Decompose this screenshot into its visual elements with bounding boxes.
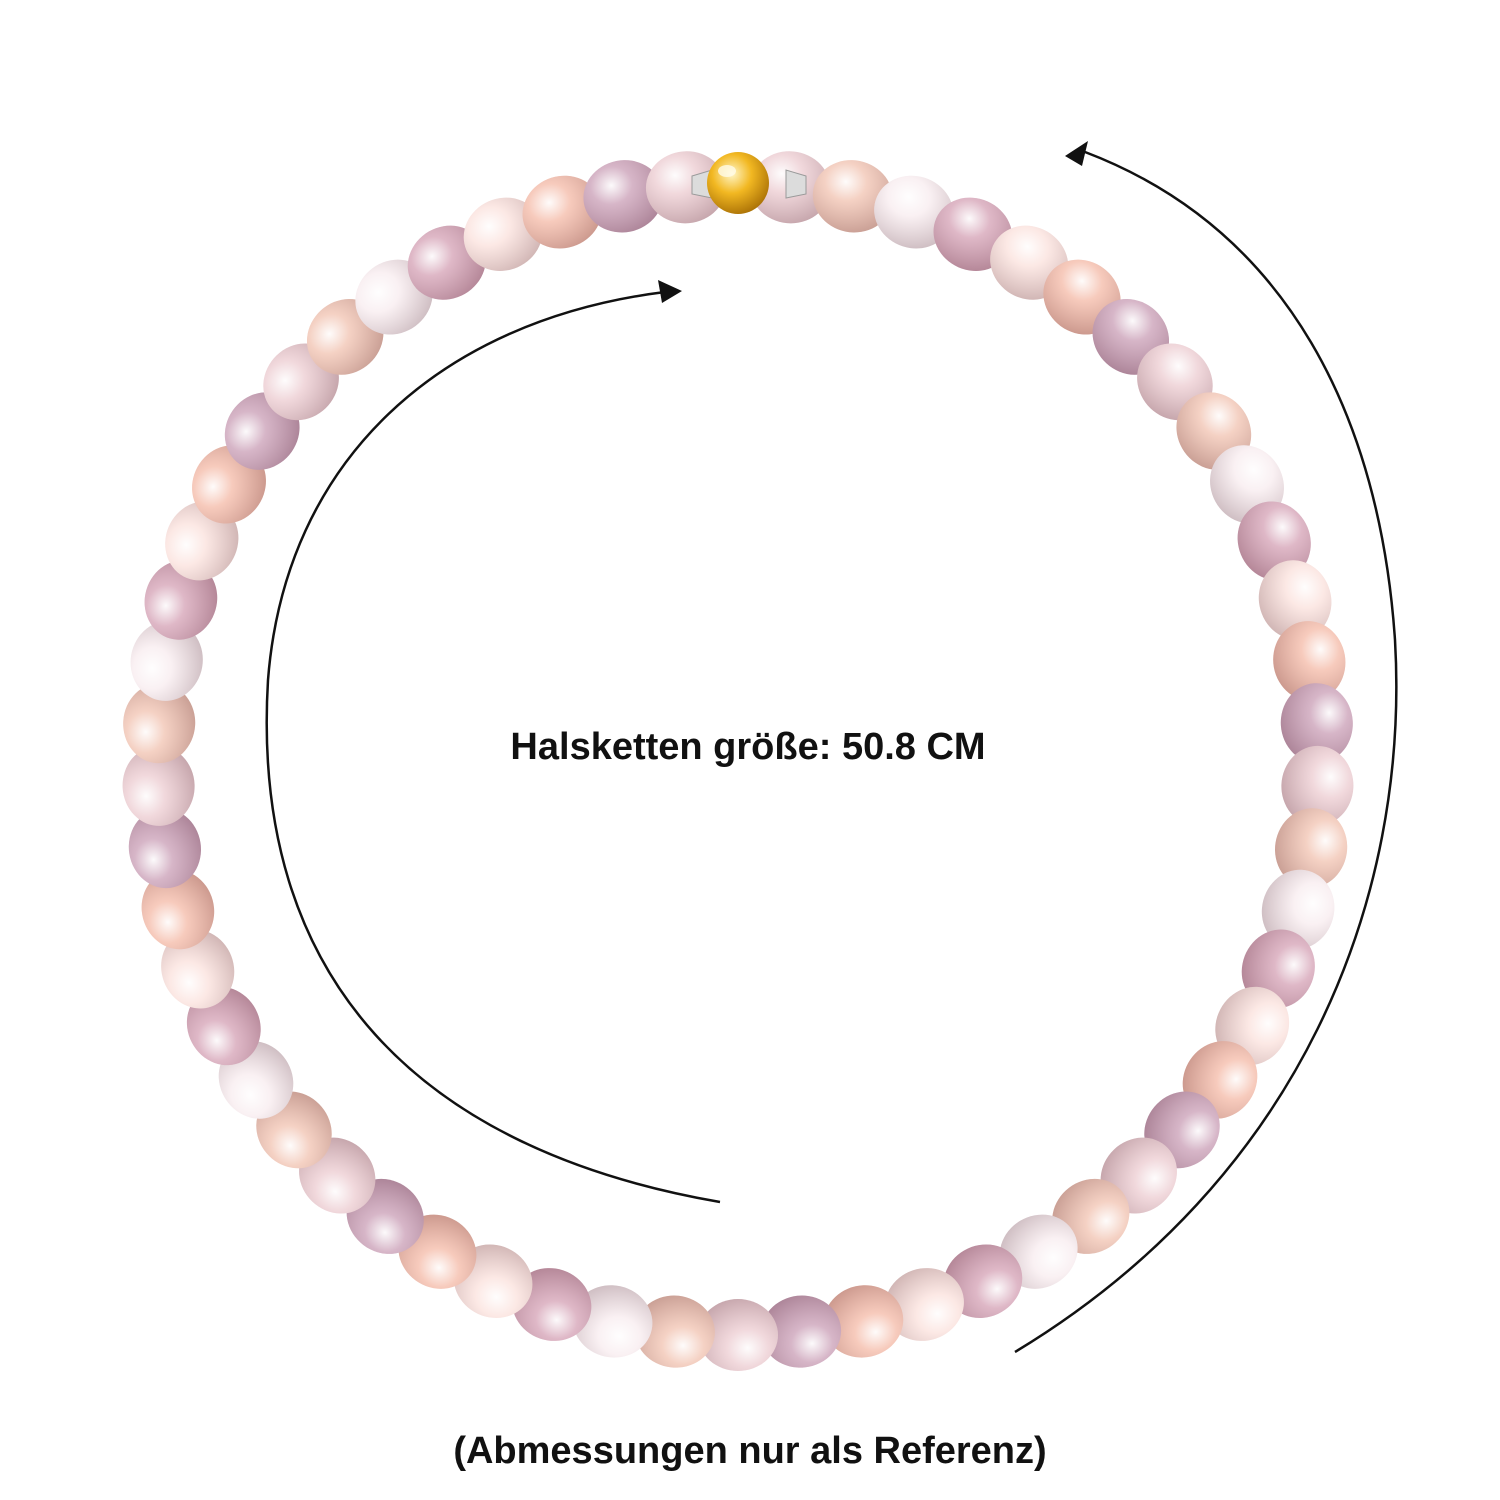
pearl — [1258, 560, 1332, 640]
necklace-size-label: Halsketten größe: 50.8 CM — [510, 726, 986, 768]
pearl — [1281, 745, 1354, 826]
pearl — [141, 869, 215, 950]
pearl — [698, 1299, 778, 1371]
gold-clasp-bead — [707, 152, 769, 214]
pearl — [130, 621, 203, 701]
right-measure-arrow — [1014, 150, 1398, 1354]
left-measure-arrow — [265, 290, 721, 1204]
pearl — [1261, 869, 1335, 950]
pearl — [823, 1285, 904, 1358]
pearl — [572, 1285, 653, 1358]
pearl — [812, 160, 893, 233]
pearl — [1275, 808, 1348, 889]
pearl — [161, 929, 235, 1009]
pearl — [761, 1295, 842, 1368]
reference-note: (Abmessungen nur als Referenz) — [453, 1430, 1047, 1472]
left-arrowhead-icon — [658, 280, 682, 303]
pearl — [1280, 683, 1353, 764]
pearl — [645, 151, 726, 224]
pearl — [634, 1295, 715, 1368]
pearl — [122, 745, 195, 826]
clasp — [691, 152, 807, 214]
pearl — [1273, 621, 1346, 701]
pearl — [123, 683, 196, 764]
pearl — [583, 160, 664, 233]
pearl — [884, 1268, 964, 1341]
pearl-strand — [122, 151, 1354, 1371]
right-arrowhead-icon — [1065, 141, 1088, 166]
pearl — [522, 175, 602, 249]
pearl — [128, 808, 201, 889]
